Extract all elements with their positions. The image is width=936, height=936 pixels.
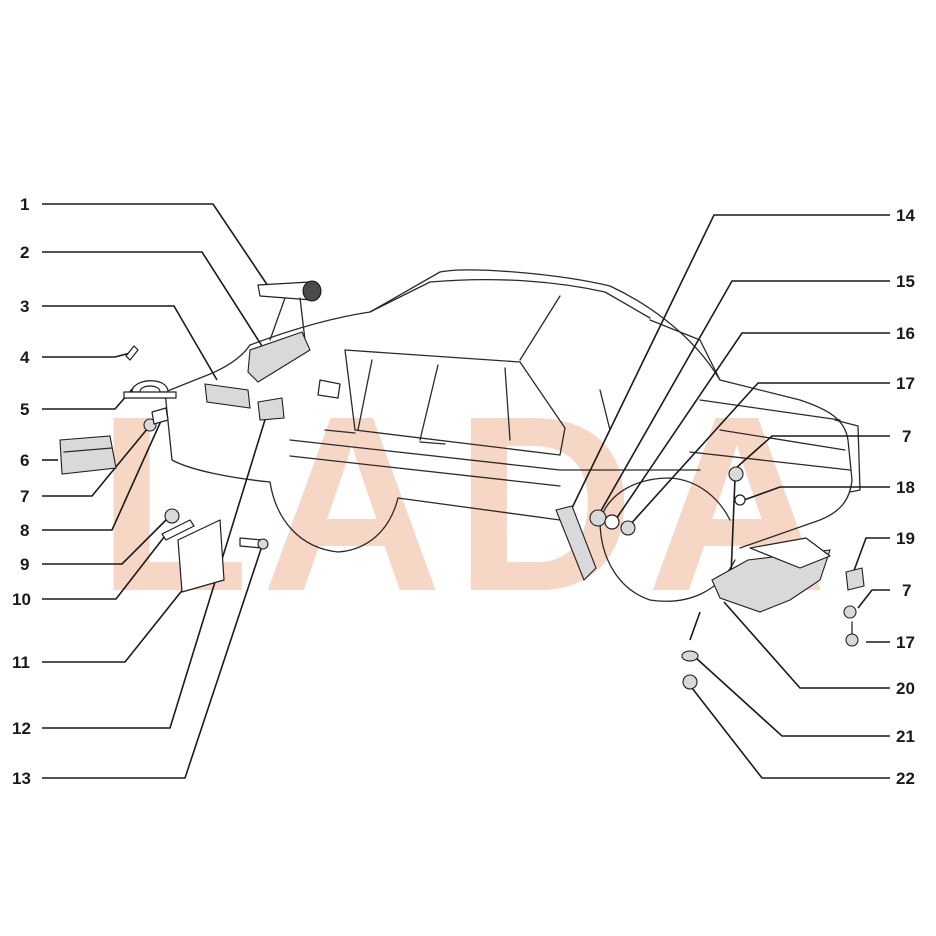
callout-labels-right: 14 15 16 17 7 18 19 7 17 20 21 22: [896, 206, 915, 788]
callout-label: 18: [896, 478, 915, 497]
leader-lines-right: [571, 214, 890, 779]
part-20-crossmember: [711, 537, 831, 613]
part-17-bolt-upper: [620, 520, 636, 536]
callout-label: 4: [20, 348, 30, 367]
part-8-bolt: [151, 407, 169, 425]
callout-label: 17: [896, 374, 915, 393]
part-7-nut-lower-right: [843, 605, 857, 619]
leader-lines-left: [42, 203, 269, 779]
car-body-outline: [164, 269, 861, 602]
callout-label: 9: [20, 555, 29, 574]
callout-label: 11: [12, 653, 30, 672]
part-19-mount: [845, 567, 865, 591]
callout-label: 10: [12, 590, 31, 609]
callout-label: 19: [896, 529, 915, 548]
callout-label: 12: [12, 719, 31, 738]
callout-label: 7: [902, 427, 911, 446]
callout-label: 15: [896, 272, 915, 291]
part-7-nut-upper-right: [728, 466, 744, 482]
callout-label: 16: [896, 324, 915, 343]
part-3-pad: [204, 383, 251, 409]
callout-label: 2: [20, 243, 29, 262]
callout-label: 7: [902, 581, 911, 600]
part-22-bolt: [682, 674, 698, 690]
part-14-bracket: [555, 505, 597, 581]
callout-label: 7: [20, 487, 29, 506]
callout-label: 20: [896, 679, 915, 698]
part-4-small-clip: [125, 345, 139, 361]
callout-label: 22: [896, 769, 915, 788]
lada-watermark: LADA: [97, 364, 839, 643]
callout-label: 17: [896, 633, 915, 652]
part-16-washer: [604, 514, 620, 530]
callout-labels-left: 1 2 3 4 5 6 7 8 9 10 11 12 13: [12, 195, 31, 788]
part-18-stud: [734, 494, 746, 506]
callout-label: 13: [12, 769, 31, 788]
callout-label: 21: [896, 727, 915, 746]
part-7-nut-left: [143, 418, 157, 432]
callout-label: 14: [896, 206, 915, 225]
part-9-nut: [164, 508, 180, 524]
part-17-bolt-lower: [845, 621, 859, 647]
callout-label: 6: [20, 451, 29, 470]
part-21-washer: [681, 650, 699, 662]
part-1-handbrake-handle: [257, 280, 322, 341]
callout-label: 8: [20, 521, 29, 540]
part-15-cushion: [589, 509, 607, 527]
part-10-bracket: [161, 519, 195, 541]
part-13-bolt: [239, 537, 269, 550]
callout-label: 3: [20, 297, 29, 316]
callout-label: 1: [20, 195, 29, 214]
part-2-lever-bracket: [247, 331, 311, 383]
part-12-guide: [257, 397, 285, 421]
part-11-mudflap: [177, 519, 225, 593]
part-5-clamp: [123, 380, 177, 399]
part-6-cover: [59, 435, 117, 475]
callout-label: 5: [20, 400, 29, 419]
